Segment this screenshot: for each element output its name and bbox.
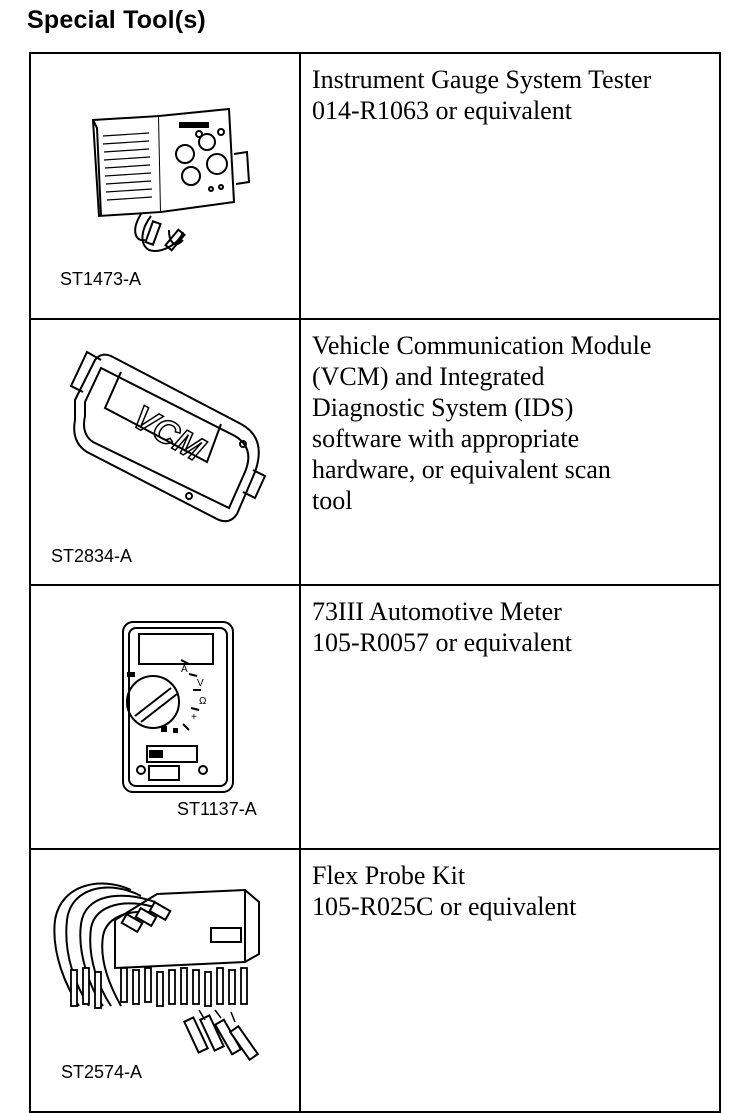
section-heading: Special Tool(s) (27, 6, 206, 34)
svg-text:V: V (197, 678, 204, 689)
tool-row: A V Ω + ST1137-A 73III Automotive Meter … (29, 584, 721, 850)
svg-text:A: A (181, 664, 188, 675)
tool-code: ST1137-A (177, 799, 257, 819)
tool-illustration-cell: ST1473-A (29, 52, 301, 320)
tool-description: 73III Automotive Meter 105-R0057 or equi… (299, 584, 721, 850)
gauge-tester-illustration (91, 107, 251, 252)
description-line: Vehicle Communication Module (312, 331, 652, 360)
tool-description: Vehicle Communication Module (VCM) and I… (299, 318, 721, 586)
tool-code: ST2834-A (51, 546, 133, 566)
description-line: tool (312, 486, 353, 515)
tool-row: VCM ST2834-A Vehicle Communication Modul… (29, 318, 721, 586)
description-line: Flex Probe Kit (312, 861, 466, 890)
description-line: 105-R025C or equivalent (312, 892, 577, 921)
tool-row: ST2574-A Flex Probe Kit 105-R025C or equ… (29, 848, 721, 1113)
svg-text:Ω: Ω (199, 696, 207, 707)
special-tools-table: ST1473-A Instrument Gauge System Tester … (29, 52, 721, 1113)
tool-illustration-cell: VCM ST2834-A (29, 318, 301, 586)
description-line: Diagnostic System (IDS) (312, 393, 574, 422)
description-line: hardware, or equivalent scan (312, 455, 611, 484)
vcm-module-illustration: VCM (69, 350, 267, 523)
description-line: 73III Automotive Meter (312, 597, 562, 626)
svg-text:+: + (191, 712, 197, 723)
automotive-meter-illustration: A V Ω + (122, 621, 234, 793)
description-line: software with appropriate (312, 424, 580, 453)
description-line: 105-R0057 or equivalent (312, 628, 572, 657)
tool-illustration-cell: ST2574-A (29, 848, 301, 1113)
flex-probe-kit-illustration (53, 882, 260, 1062)
tool-description: Instrument Gauge System Tester 014-R1063… (299, 52, 721, 320)
tool-illustration-cell: A V Ω + ST1137-A (29, 584, 301, 850)
tool-code: ST2574-A (61, 1062, 143, 1082)
description-line: 014-R1063 or equivalent (312, 96, 572, 125)
description-line: Instrument Gauge System Tester (312, 65, 652, 94)
tool-description: Flex Probe Kit 105-R025C or equivalent (299, 848, 721, 1113)
description-line: (VCM) and Integrated (312, 362, 545, 391)
tool-row: ST1473-A Instrument Gauge System Tester … (29, 52, 721, 320)
tool-code: ST1473-A (60, 269, 142, 289)
